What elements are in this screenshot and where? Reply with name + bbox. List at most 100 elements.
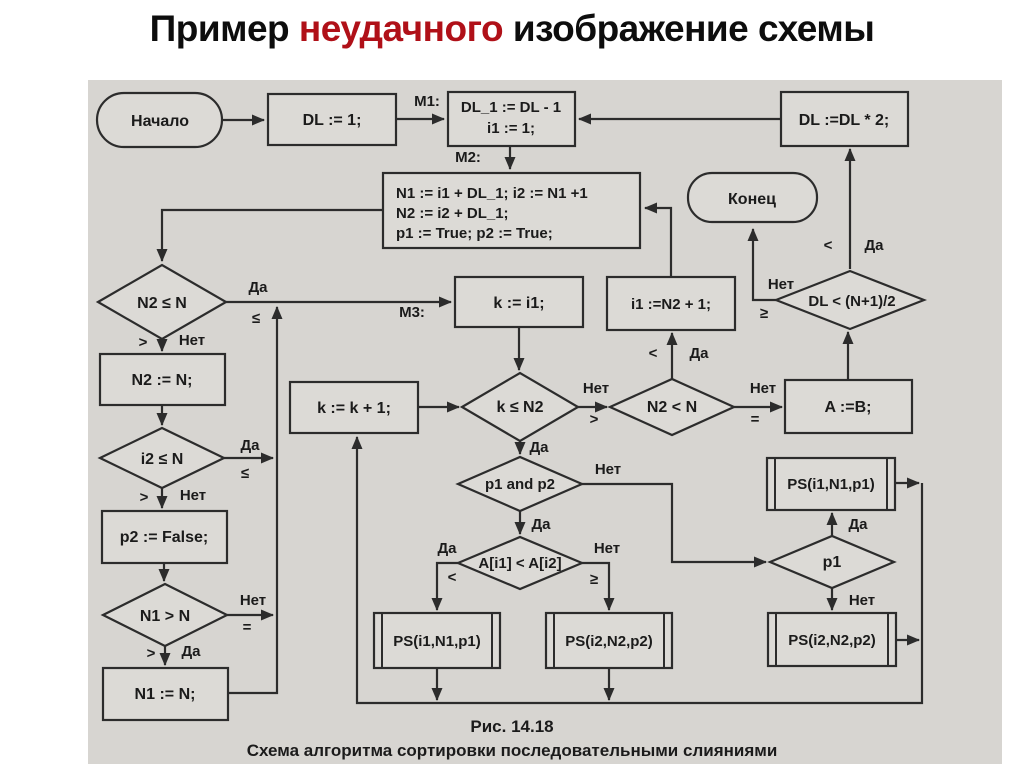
branch-label-net: Нет (240, 592, 266, 609)
branch-label-da: Да (240, 437, 260, 454)
branch-label-gt: > (139, 334, 148, 351)
process-shape (783, 378, 914, 435)
flow-line (644, 202, 673, 277)
decision-shape (772, 269, 928, 331)
predefined-label: PS(i1,N1,p1) (393, 633, 481, 650)
branch-label-da: Да (181, 643, 201, 660)
process-set-n2: N2 := N; (98, 352, 227, 407)
branch-label-ge: ≥ (590, 571, 598, 588)
process-shape (779, 90, 910, 148)
flow-line (582, 561, 615, 611)
branch-label-le: ≤ (252, 310, 260, 327)
branch-label-da: Да (531, 516, 551, 533)
process-shape (605, 275, 737, 332)
predefined-shape (766, 611, 898, 668)
branch-labels: M1: M2: M3: Да ≤ > Нет Да ≤ > Нет Нет = … (139, 93, 885, 662)
start-shape (95, 91, 224, 149)
decision-n1-gt-n: N1 > N (100, 582, 230, 648)
branch-label-net: Нет (595, 461, 621, 478)
branch-label-eq: = (751, 411, 760, 428)
process-i1-n2plus1: i1 :=N2 + 1; (605, 275, 737, 332)
process-shape (288, 380, 420, 435)
process-label: p2 := False; (120, 529, 208, 546)
decision-label: N2 ≤ N (137, 295, 187, 312)
process-label: N1 := N; (135, 686, 196, 703)
flow-line (431, 561, 458, 611)
branch-label-lt: < (649, 345, 658, 362)
flow-connectors (156, 113, 924, 705)
end-shape (686, 171, 819, 224)
marker-label-m2: M2: (455, 149, 481, 166)
decision-a-compare: A[i1] < A[i2] (455, 535, 585, 591)
branch-label-eq: = (243, 619, 252, 636)
flow-line (156, 208, 383, 262)
predefined-ps2-bottom: PS(i2,N2,p2) (544, 611, 674, 670)
decision-label: k ≤ N2 (496, 399, 543, 416)
branch-label-net: Нет (583, 380, 609, 397)
branch-label-net: Нет (179, 332, 205, 349)
predefined-label: PS(i1,N1,p1) (787, 476, 875, 493)
process-label: A :=B; (825, 399, 872, 416)
decision-n2-lt-n: N2 < N (607, 377, 737, 437)
branch-label-le: ≤ (241, 465, 249, 482)
process-k-i1: k := i1; (453, 275, 585, 329)
process-label: i1 :=N2 + 1; (631, 296, 711, 313)
decision-dl-check: DL < (N+1)/2 (772, 269, 928, 331)
process-label: N1 := i1 + DL_1; i2 := N1 +1 (396, 185, 588, 202)
decision-i2-le-n: i2 ≤ N (97, 426, 227, 490)
flow-line (351, 436, 924, 705)
title-prefix: Пример (149, 8, 290, 49)
branch-label-net: Нет (594, 540, 620, 557)
branch-label-gt: > (590, 411, 599, 428)
predefined-shape (544, 611, 674, 670)
process-label: DL := 1; (303, 112, 362, 129)
flow-line (582, 482, 767, 568)
branch-label-ge: ≥ (760, 305, 768, 322)
branch-label-da: Да (248, 279, 268, 296)
marker-label-m1: M1: (414, 93, 440, 110)
predefined-shape (372, 611, 502, 670)
predefined-label: PS(i2,N2,p2) (565, 633, 653, 650)
end-label: Конец (728, 191, 776, 208)
branch-label-lt: < (824, 237, 833, 254)
figure-caption: Рис. 14.18 Схема алгоритма сортировки по… (247, 717, 778, 760)
process-label: DL_1 := DL - 1 (461, 99, 561, 116)
marker-label-m3: M3: (399, 304, 425, 321)
process-label: DL :=DL * 2; (799, 112, 890, 129)
process-label: k := i1; (493, 295, 544, 312)
terminator-end: Конец (686, 171, 819, 224)
process-inc-k: k := k + 1; (288, 380, 420, 435)
process-label: N2 := N; (132, 372, 193, 389)
figure-title: Схема алгоритма сортировки последователь… (247, 741, 778, 760)
decision-shape (455, 455, 585, 513)
decision-label: A[i1] < A[i2] (478, 555, 561, 572)
slide-title: Пример неудачного изображение схемы (0, 8, 1024, 50)
process-label: p1 := True; p2 := True; (396, 225, 553, 242)
process-p2-false: p2 := False; (100, 509, 229, 565)
process-shape (98, 352, 227, 407)
decision-p1: p1 (767, 534, 897, 590)
process-m1-init: DL_1 := DL - 1 i1 := 1; (446, 90, 577, 148)
process-shape (381, 171, 642, 250)
branch-label-gt: > (140, 489, 149, 506)
predefined-ps1-right: PS(i1,N1,p1) (765, 456, 897, 512)
branch-label-gt: > (147, 645, 156, 662)
decision-shape (607, 377, 737, 437)
predefined-label: PS(i2,N2,p2) (788, 632, 876, 649)
terminator-start: Начало (95, 91, 224, 149)
title-suffix: изображение схемы (512, 8, 875, 49)
process-label: N2 := i2 + DL_1; (396, 205, 509, 222)
decision-label: i2 ≤ N (141, 451, 184, 468)
flow-line (228, 306, 283, 695)
process-shape (446, 90, 577, 148)
decision-label: N1 > N (140, 608, 190, 625)
process-double-dl: DL :=DL * 2; (779, 90, 910, 148)
process-shape (266, 92, 398, 147)
decision-shape (767, 534, 897, 590)
process-set-dl: DL := 1; (266, 92, 398, 147)
decision-label: p1 (823, 554, 842, 571)
title-highlight: неудачного (298, 8, 504, 49)
predefined-ps1-bottom: PS(i1,N1,p1) (372, 611, 502, 670)
process-shape (100, 509, 229, 565)
